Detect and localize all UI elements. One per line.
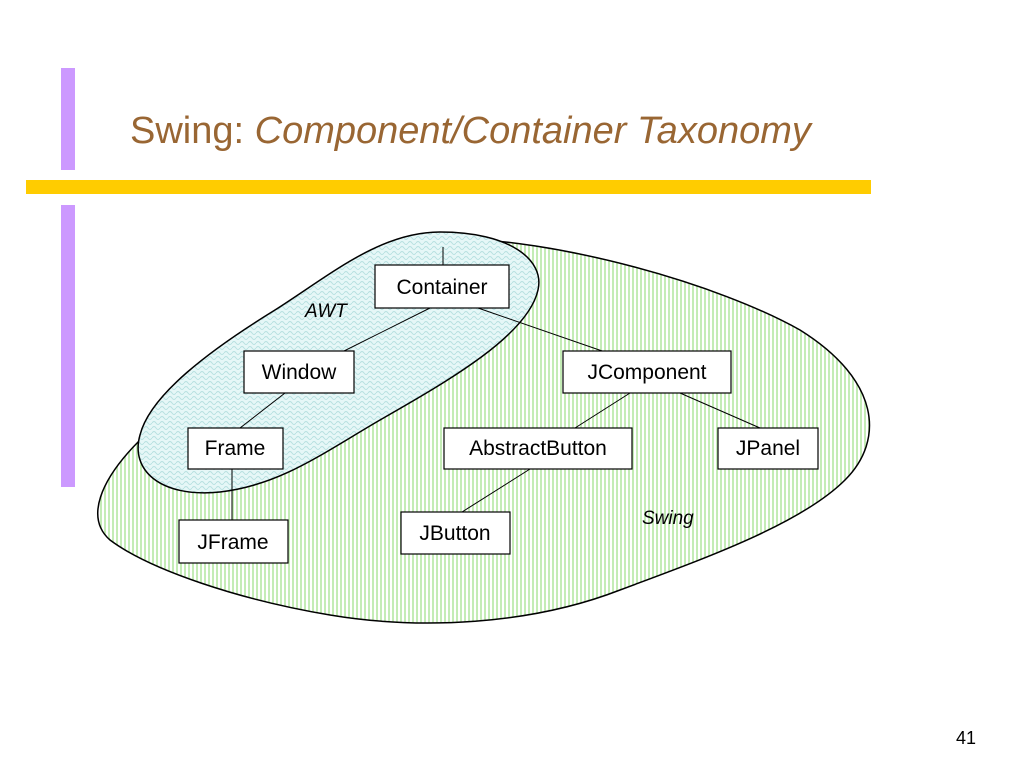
node-jbutton: JButton — [400, 511, 511, 555]
edge-window-frame — [239, 392, 286, 429]
node-jframe: JFrame — [178, 519, 289, 564]
edge-container-jcomponent — [477, 307, 609, 354]
node-abstractbutton-label: AbstractButton — [469, 437, 607, 460]
node-container-label: Container — [396, 276, 487, 299]
edge-abstractbutton-jbutton — [461, 468, 531, 513]
accent-bar-horizontal — [26, 180, 871, 194]
accent-bar-top-vertical — [61, 68, 75, 170]
node-jcomponent: JComponent — [562, 350, 732, 394]
node-window-label: Window — [262, 361, 338, 384]
slide-title-emphasis: Component/Container Taxonomy — [254, 110, 811, 152]
node-frame: Frame — [187, 427, 284, 470]
slide-title-prefix: Swing: — [130, 110, 255, 152]
swing-region-label: Swing — [642, 508, 694, 529]
node-frame-label: Frame — [205, 437, 266, 460]
node-abstractbutton: AbstractButton — [443, 427, 633, 470]
node-window: Window — [243, 350, 355, 394]
node-jbutton-label: JButton — [419, 522, 490, 545]
edge-container-window — [339, 307, 431, 354]
node-jframe-label: JFrame — [197, 531, 268, 554]
node-container: Container — [374, 264, 510, 309]
edge-jcomponent-abstractbutton — [574, 392, 631, 429]
awt-region-label: AWT — [304, 301, 348, 322]
node-jcomponent-label: JComponent — [587, 361, 706, 384]
node-jpanel: JPanel — [717, 427, 819, 470]
accent-bar-bottom-vertical — [61, 205, 75, 487]
slide-title: Swing: Component/Container Taxonomy — [130, 110, 811, 153]
node-jpanel-label: JPanel — [736, 437, 800, 460]
page-number: 41 — [955, 728, 976, 748]
edge-jcomponent-jpanel — [679, 392, 761, 429]
